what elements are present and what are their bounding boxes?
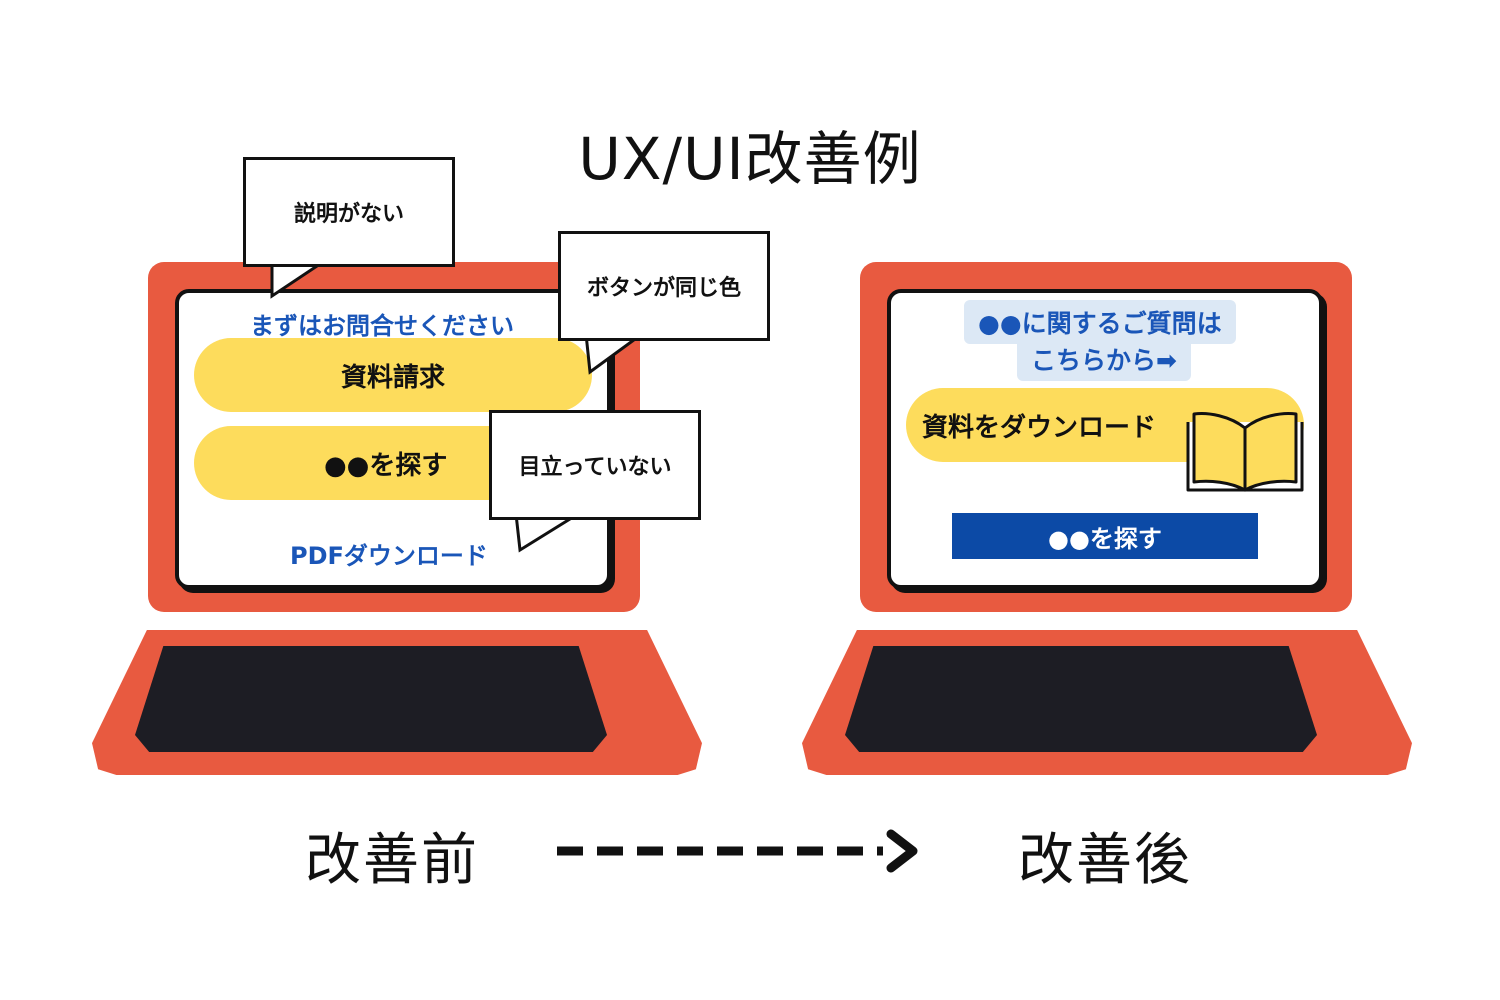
before-caption: 改善前 — [305, 828, 479, 893]
bubble-no-explanation: 説明がない — [243, 157, 455, 267]
book-icon — [1186, 412, 1304, 492]
bubble-same-color: ボタンが同じ色 — [558, 231, 770, 341]
after-question-line-1[interactable]: ●●に関するご質問は — [964, 300, 1236, 344]
bubble-not-prominent: 目立っていない — [489, 410, 701, 520]
dashed-arrow-icon — [557, 829, 918, 873]
after-search-button[interactable]: ●●を探す — [952, 513, 1258, 559]
before-search-button-label: ●●を探す — [324, 450, 448, 481]
after-question-line-2[interactable]: こちらから➡ — [1017, 337, 1191, 381]
before-laptop-keypad — [135, 646, 607, 752]
before-request-button[interactable]: 資料請求 — [194, 338, 592, 412]
before-intro-link[interactable]: まずはお問合せください — [250, 312, 514, 340]
after-download-button-label: 資料をダウンロード — [922, 412, 1157, 443]
before-pdf-download-link[interactable]: PDFダウンロード — [290, 542, 488, 570]
diagram-title: UX/UI改善例 — [578, 125, 922, 193]
after-laptop-keypad — [845, 646, 1317, 752]
after-caption: 改善後 — [1018, 828, 1192, 893]
